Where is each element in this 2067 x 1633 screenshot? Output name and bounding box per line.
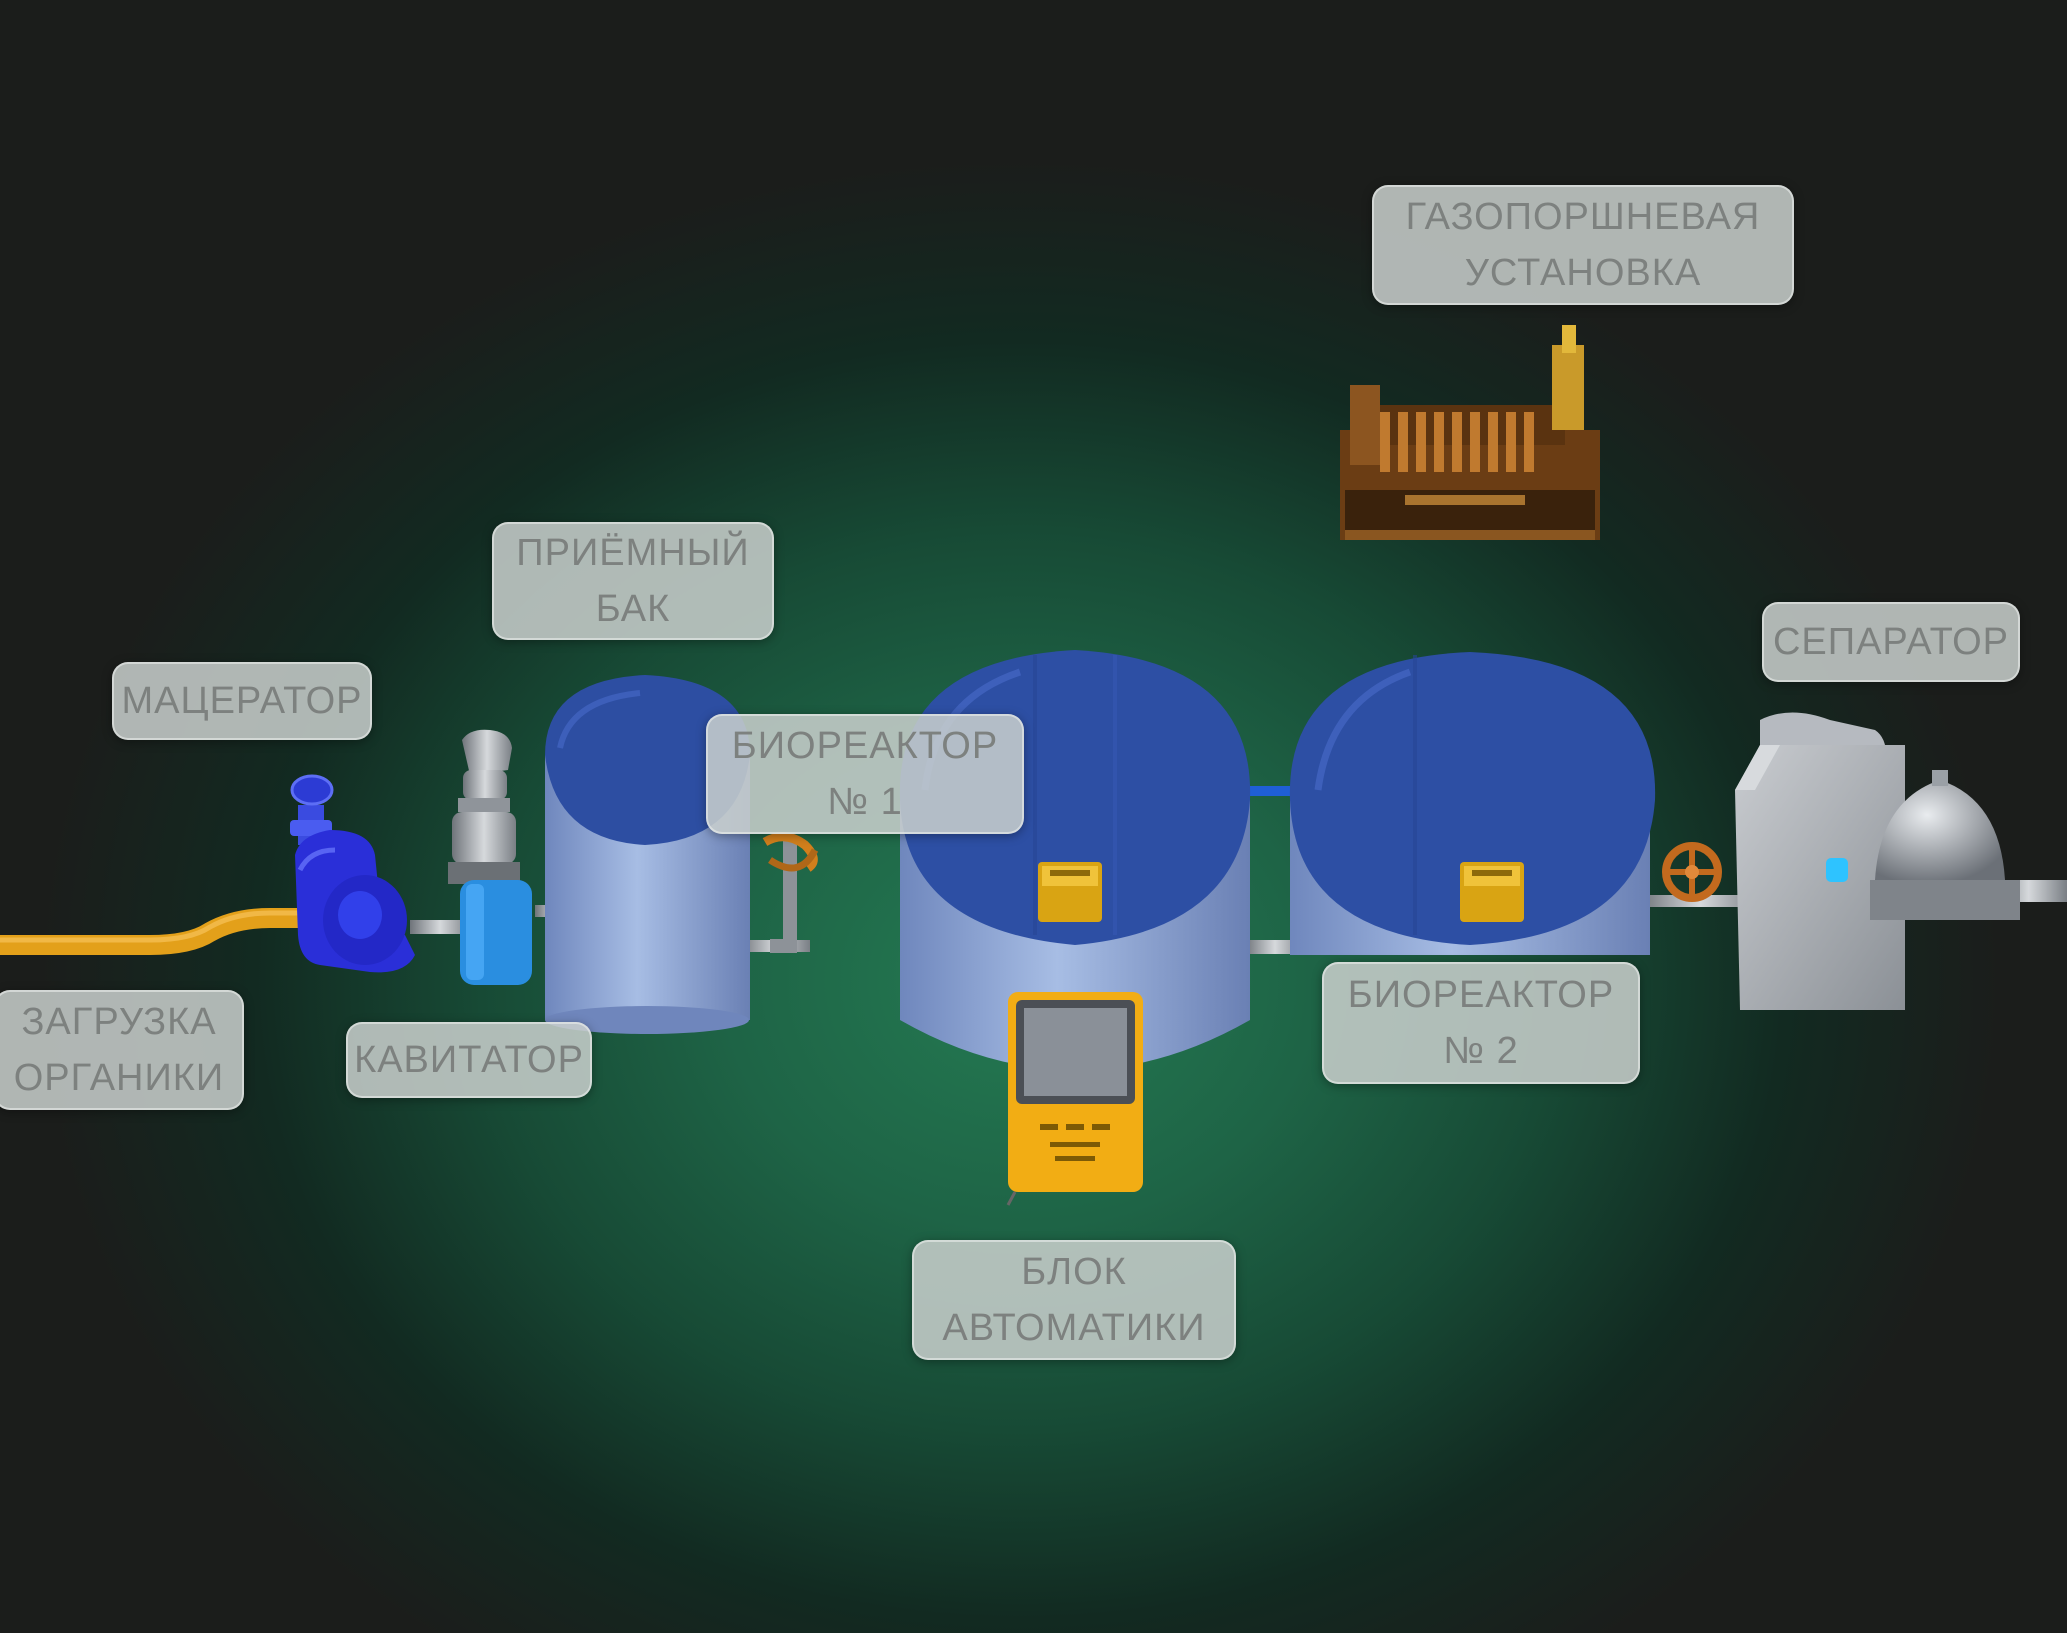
label-gas-engine: ГАЗОПОРШНЕВАЯ УСТАНОВКА — [1372, 185, 1794, 305]
label-separator: СЕПАРАТОР — [1762, 602, 2020, 682]
cavitator — [448, 729, 532, 985]
label-automation: БЛОК АВТОМАТИКИ — [912, 1240, 1236, 1360]
separator — [1735, 712, 2020, 1010]
bioreactor-1 — [899, 650, 1251, 1070]
label-loading: ЗАГРУЗКА ОРГАНИКИ — [0, 990, 244, 1110]
automation-block — [1006, 992, 1143, 1206]
valve-wheel — [1662, 842, 1722, 902]
label-macerator: МАЦЕРАТОР — [112, 662, 372, 740]
transfer-hose — [762, 832, 819, 872]
receiving-tank — [545, 675, 750, 1034]
label-bioreactor-2: БИОРЕАКТОР № 2 — [1322, 962, 1640, 1084]
label-receiving-tank: ПРИЁМНЫЙ БАК — [492, 522, 774, 640]
label-cavitator: КАВИТАТОР — [346, 1022, 592, 1098]
loading-pipe — [0, 908, 310, 955]
gas-piston-engine — [1340, 325, 1600, 540]
macerator-pump — [290, 774, 415, 973]
bioreactor-2 — [1289, 652, 1656, 955]
label-bioreactor-1: БИОРЕАКТОР № 1 — [706, 714, 1024, 834]
